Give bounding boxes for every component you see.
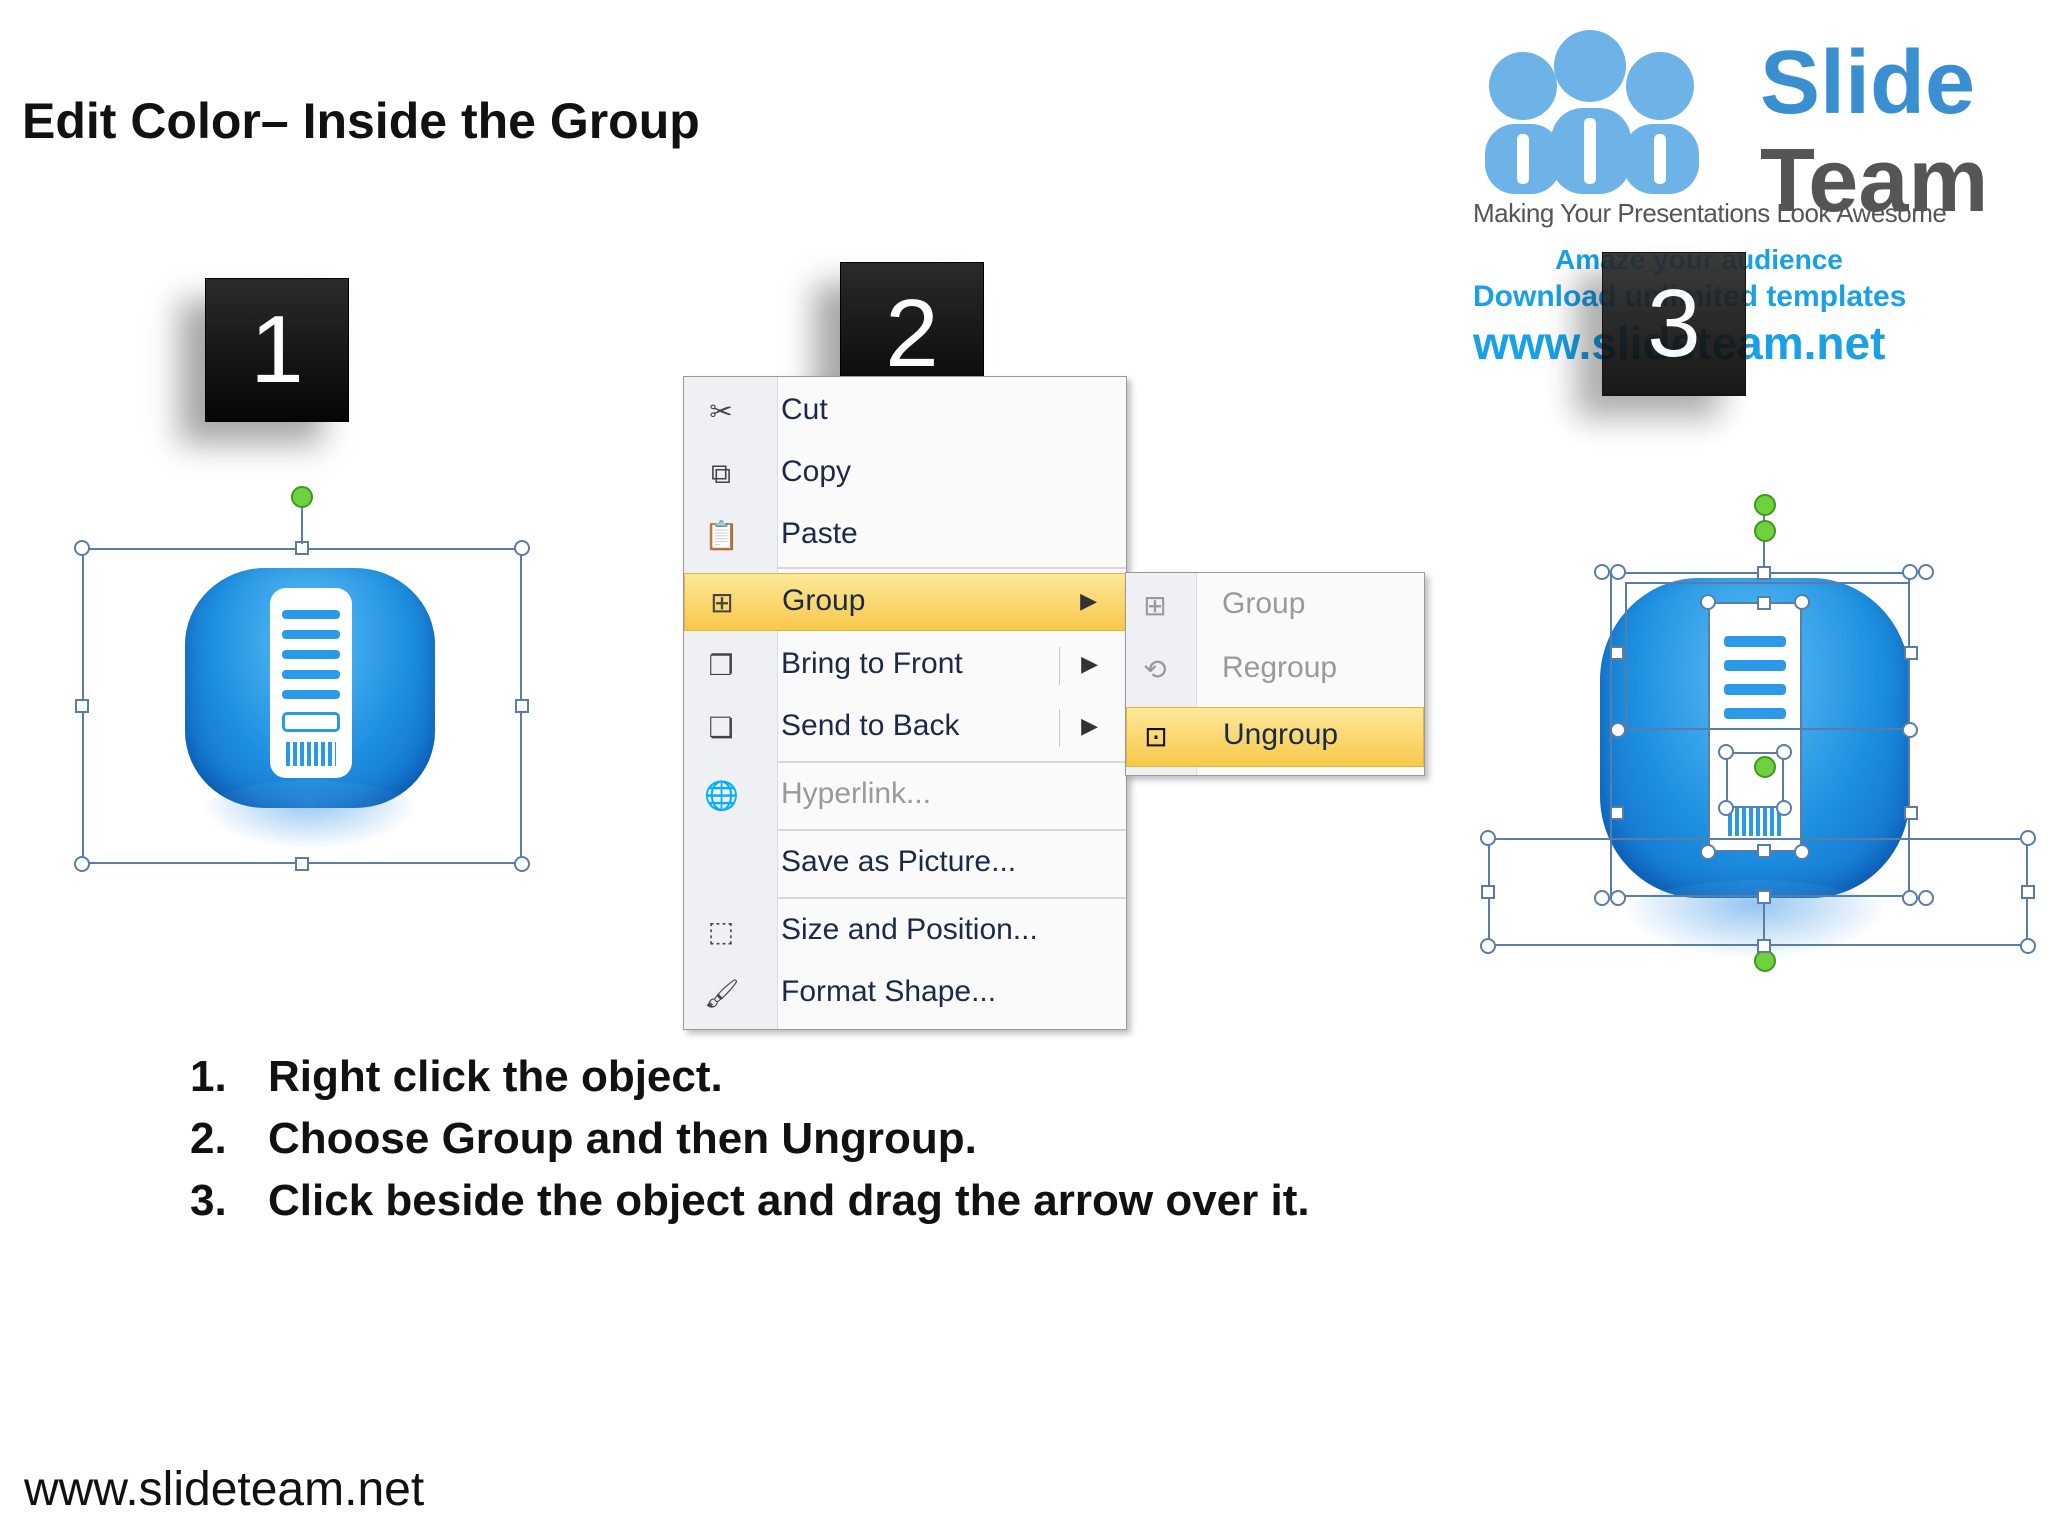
- footer-url[interactable]: www.slideteam.net: [24, 1463, 425, 1516]
- logo-word-team: Team: [1760, 131, 1989, 231]
- resize-handle[interactable]: [1757, 844, 1771, 858]
- submenu-item-ungroup[interactable]: ⊡ Ungroup: [1126, 707, 1424, 767]
- selection-frame: [1726, 752, 1784, 808]
- group-icon: ⊞: [710, 587, 734, 618]
- resize-handle[interactable]: [1610, 890, 1626, 906]
- resize-handle[interactable]: [74, 856, 90, 872]
- menu-item-cut[interactable]: ✂ Cut: [684, 383, 1126, 441]
- send-back-icon: ❏: [708, 712, 734, 743]
- bring-front-icon: ❐: [708, 650, 734, 681]
- menu-item-format-shape[interactable]: 🖌 Format Shape...: [704, 975, 997, 1009]
- resize-handle[interactable]: [1918, 890, 1934, 906]
- resize-handle[interactable]: [1757, 890, 1771, 904]
- selection-frame: [82, 548, 522, 864]
- menu-item-save-as-picture[interactable]: Save as Picture...: [781, 845, 1017, 878]
- resize-handle[interactable]: [75, 699, 89, 713]
- resize-handle[interactable]: [1700, 844, 1716, 860]
- step-badge-1: 1: [205, 278, 349, 422]
- ungrouped-object-3[interactable]: [1470, 490, 2048, 990]
- rotate-handle[interactable]: [1754, 520, 1776, 542]
- menu-item-paste[interactable]: 📋 Paste: [704, 517, 858, 551]
- paste-icon: 📋: [704, 520, 739, 551]
- regroup-icon: ⟲: [1143, 654, 1167, 685]
- logo-tagline: Making Your Presentations Look Awesome: [1473, 198, 1947, 228]
- resize-handle[interactable]: [2020, 938, 2036, 954]
- submenu-arrow-icon[interactable]: ▶: [1081, 651, 1098, 676]
- resize-handle[interactable]: [515, 699, 529, 713]
- resize-handle[interactable]: [1594, 890, 1610, 906]
- resize-handle[interactable]: [1776, 744, 1792, 760]
- resize-handle[interactable]: [1480, 938, 1496, 954]
- resize-handle[interactable]: [1904, 646, 1918, 660]
- resize-handle[interactable]: [1757, 596, 1771, 610]
- resize-handle[interactable]: [1794, 594, 1810, 610]
- hyperlink-icon: 🌐: [704, 780, 739, 811]
- resize-handle[interactable]: [1757, 566, 1771, 580]
- context-menu: ✂ Cut ⧉ Copy 📋 Paste ⊞ Group ▶ ❐ Bring t…: [683, 376, 1127, 1030]
- icon-reflection: [1620, 880, 1890, 960]
- group-submenu: ⊞ Group ⟲ Regroup ⊡ Ungroup: [1125, 572, 1425, 776]
- menu-item-hyperlink[interactable]: 🌐 Hyperlink...: [704, 777, 932, 811]
- resize-handle[interactable]: [1481, 885, 1495, 899]
- rotate-handle[interactable]: [291, 486, 313, 508]
- resize-handle[interactable]: [1902, 890, 1918, 906]
- resize-handle[interactable]: [1794, 844, 1810, 860]
- slide-title: Edit Color– Inside the Group: [22, 93, 700, 149]
- logo-word-slide: Slide: [1760, 33, 1976, 133]
- resize-handle[interactable]: [1610, 722, 1626, 738]
- resize-handle[interactable]: [295, 857, 309, 871]
- resize-handle[interactable]: [2021, 885, 2035, 899]
- format-shape-icon: 🖌: [704, 978, 740, 1009]
- menu-item-send-to-back[interactable]: ❏ Send to Back ▶: [684, 699, 1126, 757]
- resize-handle[interactable]: [1757, 939, 1771, 953]
- submenu-arrow-icon[interactable]: ▶: [1081, 713, 1098, 738]
- resize-handle[interactable]: [1610, 646, 1624, 660]
- menu-item-group[interactable]: ⊞ Group ▶: [684, 573, 1126, 631]
- resize-handle[interactable]: [1902, 722, 1918, 738]
- icon-reflection: [200, 780, 420, 850]
- menu-item-copy[interactable]: ⧉ Copy: [684, 445, 1126, 503]
- resize-handle[interactable]: [1776, 800, 1792, 816]
- resize-handle[interactable]: [1700, 594, 1716, 610]
- menu-item-bring-to-front[interactable]: ❐ Bring to Front ▶: [684, 637, 1126, 695]
- rotate-handle[interactable]: [1754, 756, 1776, 778]
- resize-handle[interactable]: [1918, 564, 1934, 580]
- submenu-item-group[interactable]: ⊞ Group: [1126, 577, 1424, 637]
- people-icon: [1485, 30, 1699, 194]
- resize-handle[interactable]: [1718, 800, 1734, 816]
- rotate-handle[interactable]: [1754, 494, 1776, 516]
- rotate-handle[interactable]: [1754, 950, 1776, 972]
- resize-handle[interactable]: [514, 856, 530, 872]
- server-icon: [270, 588, 352, 778]
- resize-handle[interactable]: [1904, 806, 1918, 820]
- resize-handle[interactable]: [74, 540, 90, 556]
- resize-handle[interactable]: [1480, 830, 1496, 846]
- step-badge-3: 3: [1602, 252, 1746, 396]
- ungroup-icon: ⊡: [1144, 721, 1168, 752]
- selection-frame: [1708, 602, 1802, 852]
- resize-handle[interactable]: [1594, 564, 1610, 580]
- menu-item-size-and-position[interactable]: ⬚ Size and Position...: [684, 903, 1126, 961]
- resize-handle[interactable]: [1610, 564, 1626, 580]
- submenu-item-regroup[interactable]: ⟲ Regroup: [1126, 641, 1424, 701]
- resize-handle[interactable]: [1610, 806, 1624, 820]
- scissors-icon: ✂: [709, 396, 733, 427]
- submenu-arrow-icon: ▶: [1080, 588, 1097, 613]
- size-position-icon: ⬚: [707, 916, 735, 947]
- grouped-object-1[interactable]: [70, 480, 550, 880]
- resize-handle[interactable]: [514, 540, 530, 556]
- group-icon: ⊞: [1143, 590, 1167, 621]
- resize-handle[interactable]: [2020, 830, 2036, 846]
- resize-handle[interactable]: [1718, 744, 1734, 760]
- copy-icon: ⧉: [711, 458, 731, 489]
- resize-handle[interactable]: [1902, 564, 1918, 580]
